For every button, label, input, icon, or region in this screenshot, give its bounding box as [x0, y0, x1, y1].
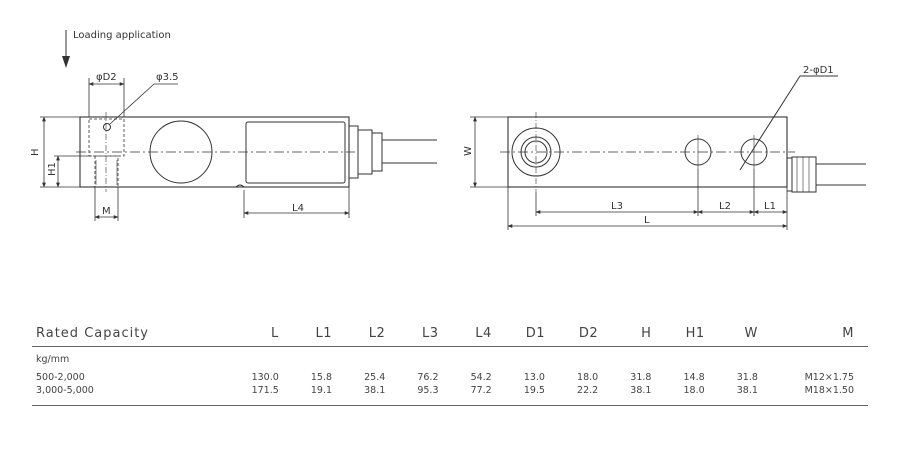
table-row: 500-2,000 130.0 15.8 25.4 76.2 54.2 13.0… [32, 371, 868, 384]
label-l: L [644, 215, 650, 226]
header-d1: D1 [525, 325, 545, 341]
header-h: H [641, 325, 652, 341]
cell-capacity: 3,000-5,000 [36, 385, 94, 396]
label-h: H [30, 148, 41, 156]
cell-m: M18×1.50 [804, 385, 854, 396]
header-l3: L3 [421, 325, 439, 341]
cell-d1: 13.0 [523, 372, 545, 383]
label-m: M [102, 206, 111, 217]
side-view [76, 112, 437, 192]
cell-h: 31.8 [630, 372, 652, 383]
cell-l3: 76.2 [417, 372, 439, 383]
cell-m: M12×1.75 [804, 372, 854, 383]
cell-l4: 54.2 [470, 372, 492, 383]
header-l: L [271, 325, 279, 341]
side-dimensions [40, 78, 350, 221]
table-row: 3,000-5,000 171.5 19.1 38.1 95.3 77.2 19… [32, 384, 868, 406]
label-l3: L3 [611, 201, 623, 212]
header-h1: H1 [685, 325, 705, 341]
cell-l3: 95.3 [417, 385, 439, 396]
cell-l1: 15.8 [310, 372, 333, 383]
header-m: M [842, 325, 854, 341]
cell-d1: 19.5 [523, 385, 545, 396]
cell-h1: 14.8 [683, 372, 705, 383]
label-h1: H1 [47, 162, 58, 176]
cell-capacity: 500-2,000 [36, 372, 85, 383]
technical-drawing: Loading application [30, 30, 866, 230]
label-hole: φ3.5 [156, 72, 179, 83]
label-l1: L1 [764, 201, 776, 212]
cell-h1: 18.0 [683, 385, 705, 396]
header-w: W [744, 325, 758, 341]
header-d2: D2 [578, 325, 599, 341]
cell-l: 130.0 [251, 372, 279, 383]
unit-row: kg/mm [32, 347, 868, 372]
cell-l1: 19.1 [310, 385, 333, 396]
spec-header-row: Rated Capacity L L1 L2 L3 L4 D1 D2 H H1 … [32, 320, 868, 347]
header-l1: L1 [315, 325, 333, 341]
cell-l2: 25.4 [364, 372, 386, 383]
label-two-d1: 2-φD1 [803, 65, 834, 76]
top-dimensions [470, 116, 788, 230]
header-l4: L4 [475, 325, 492, 341]
cell-l4: 77.2 [470, 385, 492, 396]
cell-d2: 18.0 [577, 372, 599, 383]
cell-w: 31.8 [736, 372, 758, 383]
label-l2: L2 [719, 201, 731, 212]
loading-arrow [62, 30, 70, 68]
cell-l2: 38.1 [364, 385, 386, 396]
label-w: W [463, 146, 474, 156]
label-d2: φD2 [96, 72, 117, 83]
loading-label: Loading application [73, 30, 171, 41]
header-l2: L2 [368, 325, 386, 341]
header-rated-capacity: Rated Capacity [36, 325, 150, 341]
label-l4: L4 [292, 203, 304, 214]
cell-d2: 22.2 [577, 385, 599, 396]
top-view [500, 75, 866, 193]
side-gauge-window [245, 121, 346, 184]
spec-table: Rated Capacity L L1 L2 L3 L4 D1 D2 H H1 … [32, 320, 868, 406]
unit-label: kg/mm [36, 353, 70, 365]
cell-w: 38.1 [736, 385, 758, 396]
cell-l: 171.5 [251, 385, 279, 396]
cell-h: 38.1 [630, 385, 652, 396]
